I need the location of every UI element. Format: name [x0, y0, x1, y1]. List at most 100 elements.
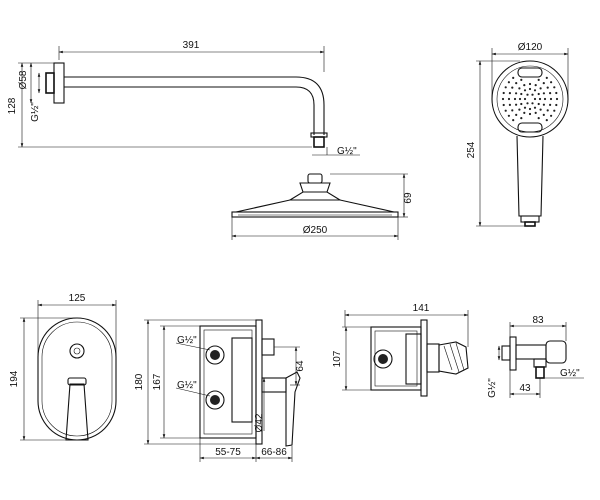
nozzle-dot [533, 89, 537, 92]
mixer-inlet-bottom [205, 390, 225, 410]
dim-outlet-thread-left-label: G½" [487, 378, 498, 398]
nozzle-dot [523, 111, 526, 114]
dim-arm-thread-outlet-label: G½" [337, 146, 357, 157]
dim-mixer-depth-body-label: 55-75 [215, 447, 241, 458]
mixer-top-cartridge [426, 343, 440, 373]
cover-diverter-knob [69, 343, 85, 359]
dim-hand-dia-label: Ø120 [518, 42, 543, 53]
nozzle-dot [538, 97, 542, 101]
nozzle-dot [520, 78, 523, 81]
cover-lever [65, 383, 89, 441]
dim-arm-thread-wall-label: G½" [30, 102, 41, 122]
nozzle-dot [502, 103, 505, 107]
outlet-thread-left [501, 345, 511, 361]
nozzle-dot [518, 97, 522, 101]
dim-outlet-width-label: 83 [532, 315, 544, 326]
nozzle-dot [533, 106, 537, 109]
rain-head-top [235, 199, 395, 213]
dim-mixer-thread-bottom-label: G½" [177, 380, 197, 391]
mixer-top-inlet [373, 349, 393, 369]
dim-mixer-top-height-label: 107 [332, 350, 343, 367]
rain-head-joint [299, 182, 331, 193]
nozzle-dot [528, 112, 532, 116]
hand-shower-nozzles [501, 76, 559, 122]
arm-outlet-thread [313, 136, 325, 148]
nozzle-dot [528, 87, 532, 91]
nozzle-dot [507, 81, 510, 84]
rain-head-plate [231, 211, 399, 218]
nozzle-dot [553, 86, 556, 89]
mixer-top-plate [420, 319, 428, 397]
mixer-cartridge [261, 377, 287, 393]
dim-outlet-spacing-label: 43 [519, 383, 531, 394]
nozzle-dot [504, 109, 507, 112]
outlet-thread-bottom [535, 366, 545, 379]
shower-arm-view: 391 128 Ø58 G½" G½" [7, 40, 360, 157]
nozzle-dot [542, 82, 545, 85]
nozzle-dot [518, 108, 521, 111]
mixer-diverter [261, 338, 275, 356]
nozzle-dot [511, 109, 514, 112]
nozzle-dot [537, 78, 540, 81]
nozzle-dot [511, 86, 514, 89]
nozzle-dot [520, 92, 523, 96]
dim-outlet-thread-right-label: G½" [560, 368, 580, 379]
nozzle-dot [508, 103, 511, 106]
dim-rain-dia-label: Ø250 [303, 225, 328, 236]
nozzle-dot [507, 97, 511, 101]
nozzle-dot [534, 84, 537, 87]
nozzle-dot [504, 86, 507, 89]
cover-plate-outline [37, 317, 117, 441]
nozzle-dot [553, 109, 556, 112]
mixer-box [199, 325, 257, 439]
nozzle-dot [546, 86, 549, 89]
nozzle-dot [515, 113, 518, 116]
nozzle-dot [526, 93, 529, 96]
nozzle-dot [507, 114, 510, 117]
outlet-flange [509, 336, 517, 371]
hand-shower-view: Ø120 254 [466, 42, 569, 227]
nozzle-dot [515, 92, 518, 95]
nozzle-dot [542, 92, 546, 95]
nozzle-dot [555, 103, 558, 107]
nozzle-dot [549, 92, 552, 95]
dim-mixer-dia-label: Ø42 [254, 413, 265, 432]
nozzle-dot [528, 82, 532, 86]
outlet-body [515, 344, 547, 360]
nozzle-dot [512, 76, 515, 79]
nozzle-dot [523, 106, 527, 109]
nozzle-dot [539, 87, 542, 90]
nozzle-dot [502, 91, 505, 95]
nozzle-dot [518, 87, 521, 90]
nozzle-dot [555, 97, 559, 101]
wall-outlet-view: 83 G½" G½" 43 [487, 315, 584, 398]
dim-mixer-thread-top-label: G½" [177, 335, 197, 346]
nozzle-dot [546, 109, 549, 112]
mixer-lever [285, 371, 301, 447]
nozzle-dot [523, 89, 527, 92]
dim-mixer-top-width-label: 141 [413, 303, 430, 314]
mixer-side-view: 180 167 G½" G½" 64 Ø42 55-75 66-86 [134, 319, 306, 462]
nozzle-dot [533, 97, 537, 101]
dim-flange-dia-label: Ø58 [18, 70, 29, 89]
arm-wall-nipple [45, 72, 55, 94]
nozzle-dot [520, 117, 523, 120]
hand-shower-button-top [517, 67, 543, 78]
dim-rain-height-label: 69 [403, 192, 414, 204]
nozzle-dot [542, 113, 545, 116]
mixer-top-view: 141 107 [332, 303, 469, 397]
nozzle-dot [531, 93, 534, 96]
dim-hand-length-label: 254 [466, 141, 477, 158]
nozzle-dot [545, 76, 548, 79]
dim-mixer-depth-lever-label: 66-86 [261, 447, 287, 458]
nozzle-dot [512, 119, 515, 122]
rain-head-view: 69 Ø250 [231, 173, 414, 240]
nozzle-dot [537, 117, 540, 120]
nozzle-dot [515, 103, 518, 106]
hand-shower-handle [516, 135, 544, 217]
mixer-inlet-top [205, 345, 225, 365]
nozzle-dot [555, 91, 558, 95]
nozzle-dot [508, 92, 511, 95]
nozzle-dot [526, 102, 529, 105]
nozzle-dot [537, 92, 540, 96]
